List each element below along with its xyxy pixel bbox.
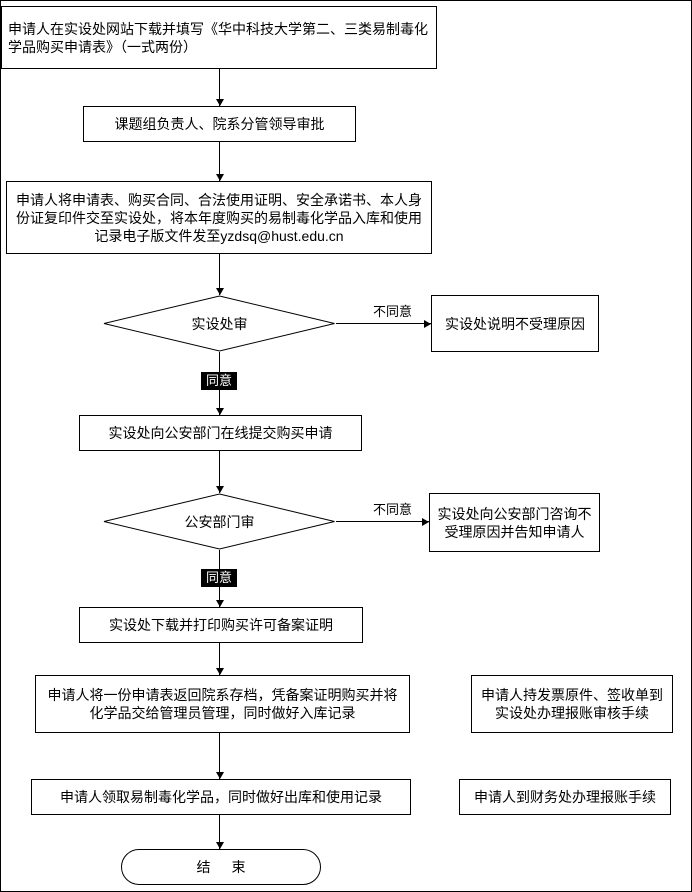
edge-label-disagree-2: 不同意: [373, 502, 413, 517]
arrow-step5-step6: [215, 643, 224, 675]
diamond-shape: [103, 493, 335, 550]
arrow-step4-decision2: [215, 451, 224, 493]
arrow-step1-step2: [215, 69, 224, 106]
node-print-permit-label: 实设处下载并打印购买许可备案证明: [109, 617, 333, 633]
node-submit-to-police-label: 实设处向公安部门在线提交购买申请: [108, 425, 333, 441]
node-reject-reason-label: 实设处说明不受理原因: [445, 315, 585, 332]
node-police-reject-consult: 实设处向公安部门咨询不受理原因并告知申请人: [429, 493, 600, 552]
arrow-step3-decision1: [215, 254, 224, 295]
decision-police-review-label: 公安部门审: [184, 513, 255, 530]
diamond-shape: [103, 295, 335, 352]
node-police-reject-consult-label: 实设处向公安部门咨询不受理原因并告知申请人: [437, 505, 592, 540]
arrow-step2-step3: [215, 142, 224, 181]
decision-shishechu-review: 实设处审: [103, 295, 336, 352]
node-invoice-review-label: 申请人持发票原件、签收单到实设处办理报账审核手续: [481, 687, 663, 721]
edge-label-agree-1: 同意: [201, 372, 238, 390]
arrow-decision1-reject1: [336, 319, 431, 328]
node-submit-to-police: 实设处向公安部门在线提交购买申请: [79, 415, 362, 451]
node-archive-and-storage: 申请人将一份申请表返回院系存档，凭备案证明购买并将化学品交给管理员管理，同时做好…: [35, 675, 410, 733]
edge-label-disagree-1: 不同意: [373, 304, 413, 319]
node-invoice-review: 申请人持发票原件、签收单到实设处办理报账审核手续: [471, 675, 673, 733]
node-leader-approval: 课题组负责人、院系分管领导审批: [83, 106, 356, 142]
node-leader-approval-label: 课题组负责人、院系分管领导审批: [114, 116, 325, 132]
node-submit-materials-label: 申请人将申请表、购买合同、合法使用证明、安全承诺书、本人身份证复印件交至实设处，…: [16, 191, 422, 244]
arrow-step7-end: [215, 815, 224, 849]
node-end-label: 结束: [196, 859, 267, 875]
node-end: 结束: [121, 849, 321, 885]
node-download-form: 申请人在实设处网站下载并填写《华中科技大学第二、三类易制毒化学品购买申请表》（一…: [1, 6, 437, 69]
decision-shishechu-review-label: 实设处审: [191, 315, 248, 332]
node-download-form-label: 申请人在实设处网站下载并填写《华中科技大学第二、三类易制毒化学品购买申请表》（一…: [8, 20, 428, 55]
node-receive-chemicals: 申请人领取易制毒化学品，同时做好出库和使用记录: [31, 779, 411, 815]
arrow-decision2-reject2: [336, 517, 429, 526]
node-finance-reimburse: 申请人到财务处办理报账手续: [459, 779, 671, 815]
node-receive-chemicals-label: 申请人领取易制毒化学品，同时做好出库和使用记录: [60, 789, 382, 805]
edge-label-agree-2: 同意: [201, 569, 238, 587]
arrow-step6-step7: [215, 733, 224, 779]
node-print-permit: 实设处下载并打印购买许可备案证明: [79, 607, 363, 643]
decision-police-review: 公安部门审: [103, 493, 336, 550]
node-reject-reason: 实设处说明不受理原因: [431, 295, 599, 352]
node-submit-materials: 申请人将申请表、购买合同、合法使用证明、安全承诺书、本人身份证复印件交至实设处，…: [6, 181, 432, 254]
node-archive-and-storage-label: 申请人将一份申请表返回院系存档，凭备案证明购买并将化学品交给管理员管理，同时做好…: [47, 687, 398, 721]
node-finance-reimburse-label: 申请人到财务处办理报账手续: [474, 789, 656, 805]
